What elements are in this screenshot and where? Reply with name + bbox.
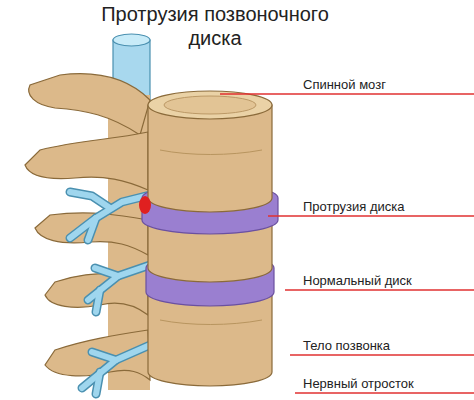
vertebral-processes	[25, 74, 150, 390]
part-label: Тело позвонка	[303, 338, 390, 353]
diagram-title: Протрузия позвоночного диска	[80, 2, 350, 50]
nerve-roots	[70, 192, 150, 394]
vertebral-column	[142, 91, 278, 386]
part-label: Нормальный диск	[303, 273, 412, 288]
part-label: Нервный отросток	[303, 376, 414, 391]
protrusion-spot	[139, 196, 151, 214]
part-label: Протрузия диска	[303, 199, 404, 214]
leader-lines	[220, 94, 474, 393]
part-label: Спинной мозг	[303, 77, 386, 92]
